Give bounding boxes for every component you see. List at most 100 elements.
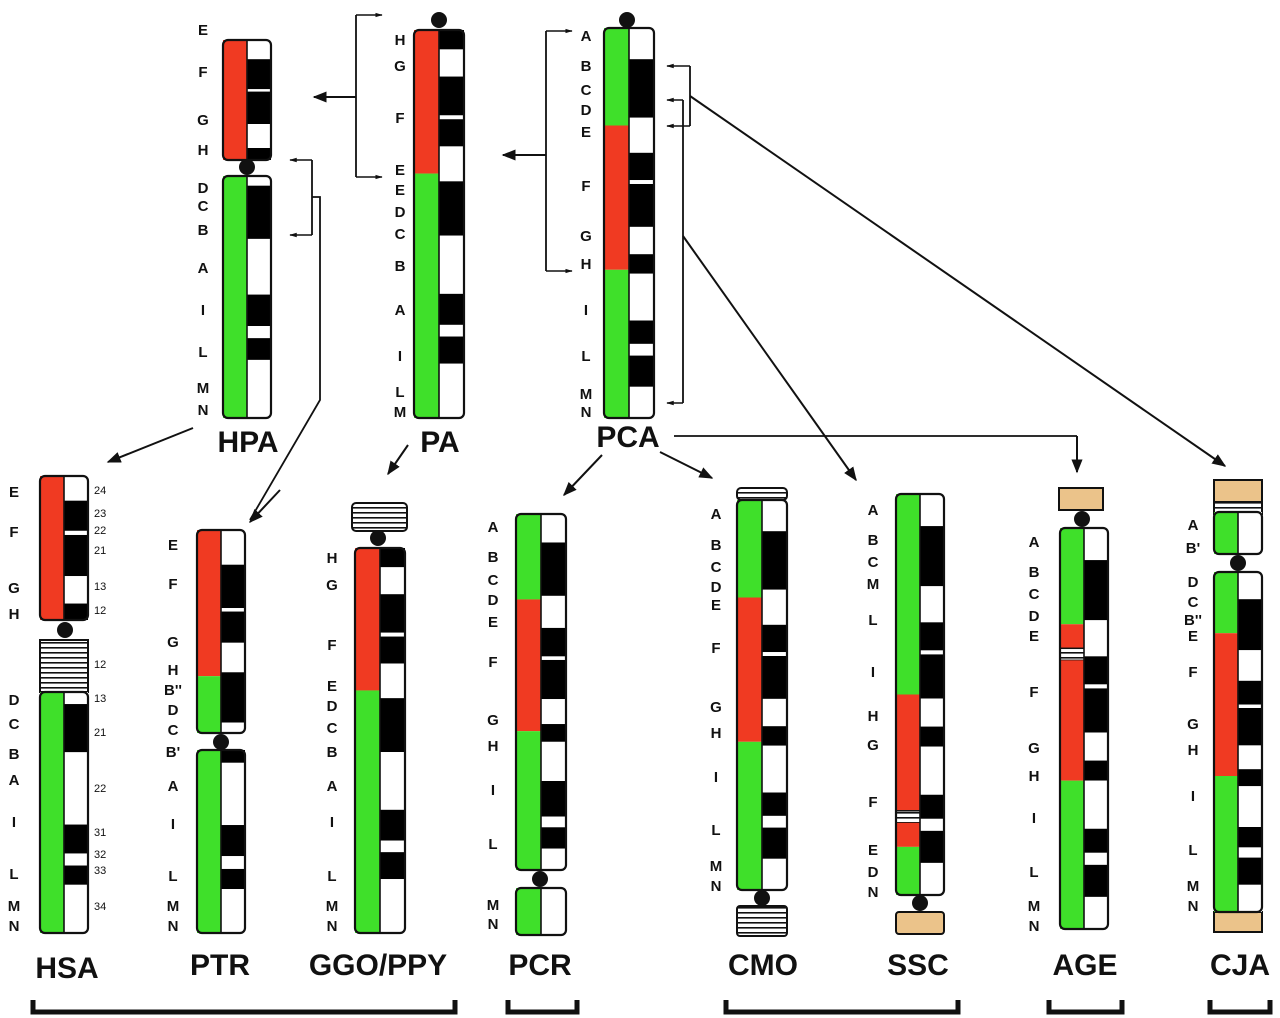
segment-green xyxy=(355,690,380,933)
light-band xyxy=(920,494,944,527)
species-label: PCR xyxy=(508,949,572,982)
band-letter: I xyxy=(1191,788,1195,805)
dark-band xyxy=(629,254,654,274)
band-letter: A xyxy=(1188,517,1199,534)
band-letter: L xyxy=(9,866,18,883)
chromosome-ssc xyxy=(894,492,946,935)
light-band xyxy=(762,698,787,727)
light-band xyxy=(439,49,464,77)
band-letter: E xyxy=(581,124,591,141)
segment-green xyxy=(197,750,221,933)
dark-band xyxy=(1238,708,1262,746)
band-letter: G xyxy=(1187,716,1199,733)
light-band xyxy=(247,89,271,92)
light-band xyxy=(64,576,88,604)
band-letter: G xyxy=(1028,740,1040,757)
band-letter: H xyxy=(198,142,209,159)
light-band xyxy=(439,115,464,120)
band-letter: E xyxy=(488,614,498,631)
band-letter: I xyxy=(201,302,205,319)
band-letter: N xyxy=(868,884,879,901)
band-letter: M xyxy=(1028,898,1041,915)
light-band xyxy=(247,238,271,295)
band-letter: G xyxy=(8,580,20,597)
band-letter: B xyxy=(9,746,20,763)
dark-band xyxy=(439,181,464,236)
segment-red xyxy=(1060,624,1084,649)
dark-band xyxy=(247,338,271,360)
arrow-to-ptr xyxy=(249,489,281,524)
band-letter: M xyxy=(197,380,210,397)
dark-band xyxy=(380,548,405,568)
band-letter: H xyxy=(488,738,499,755)
dark-band xyxy=(1238,599,1262,651)
light-band xyxy=(1238,884,1262,912)
band-letter: E xyxy=(1029,628,1039,645)
group-bracket xyxy=(30,1000,458,1015)
band-letter: D xyxy=(9,692,20,709)
dark-band xyxy=(1084,560,1108,621)
light-band xyxy=(920,698,944,727)
dark-band xyxy=(629,152,654,181)
band-letter: G xyxy=(580,228,592,245)
segment-red xyxy=(896,694,920,811)
band-letter: C xyxy=(581,82,592,99)
band-letter: M xyxy=(710,858,723,875)
dark-band xyxy=(247,59,271,90)
light-band xyxy=(1238,704,1262,708)
dark-band xyxy=(920,830,944,863)
dark-band xyxy=(439,30,464,50)
species-label: PTR xyxy=(190,949,250,982)
band-letter: E xyxy=(9,484,19,501)
light-band xyxy=(221,762,245,826)
band-letter: I xyxy=(330,814,334,831)
dark-band xyxy=(221,825,245,857)
light-band xyxy=(1238,847,1262,858)
band-letter: B xyxy=(395,258,406,275)
light-band xyxy=(380,840,405,853)
light-band xyxy=(762,858,787,890)
band-letter: B xyxy=(198,222,209,239)
chromosome-cmo xyxy=(735,487,789,937)
chromosome-cja xyxy=(1212,479,1264,933)
band-letter: L xyxy=(488,836,497,853)
light-band xyxy=(920,650,944,655)
band-number: 12 xyxy=(94,659,106,671)
band-letter: M xyxy=(867,576,880,593)
dark-band xyxy=(629,184,654,227)
band-letter: H xyxy=(168,662,179,679)
band-letter: F xyxy=(1029,684,1038,701)
dark-band xyxy=(1084,760,1108,781)
light-band xyxy=(247,326,271,339)
segment-green xyxy=(516,514,541,600)
band-letter: H xyxy=(327,550,338,567)
band-letter: F xyxy=(868,794,877,811)
species-label: CMO xyxy=(728,949,798,982)
dark-band xyxy=(221,564,245,609)
segment-red xyxy=(604,125,629,270)
light-band xyxy=(920,862,944,895)
dark-band xyxy=(380,594,405,633)
segment-red xyxy=(197,530,221,677)
segment-red xyxy=(1214,633,1238,776)
dark-band xyxy=(247,294,271,327)
band-letter: B xyxy=(488,549,499,566)
light-band xyxy=(762,815,787,828)
band-letter: B xyxy=(581,58,592,75)
band-letter: E xyxy=(168,537,178,554)
dark-band xyxy=(541,781,566,817)
band-letter: D xyxy=(1188,574,1199,591)
centromere xyxy=(239,159,255,175)
light-band xyxy=(541,595,566,628)
band-letter: C xyxy=(9,716,20,733)
band-letter: I xyxy=(12,814,16,831)
band-letter: N xyxy=(327,918,338,935)
segment-green xyxy=(516,888,541,935)
dark-band xyxy=(920,726,944,747)
band-letter: G xyxy=(326,577,338,594)
dark-band xyxy=(762,726,787,746)
dark-band xyxy=(920,622,944,651)
centromere xyxy=(532,871,548,887)
band-letter: I xyxy=(171,816,175,833)
